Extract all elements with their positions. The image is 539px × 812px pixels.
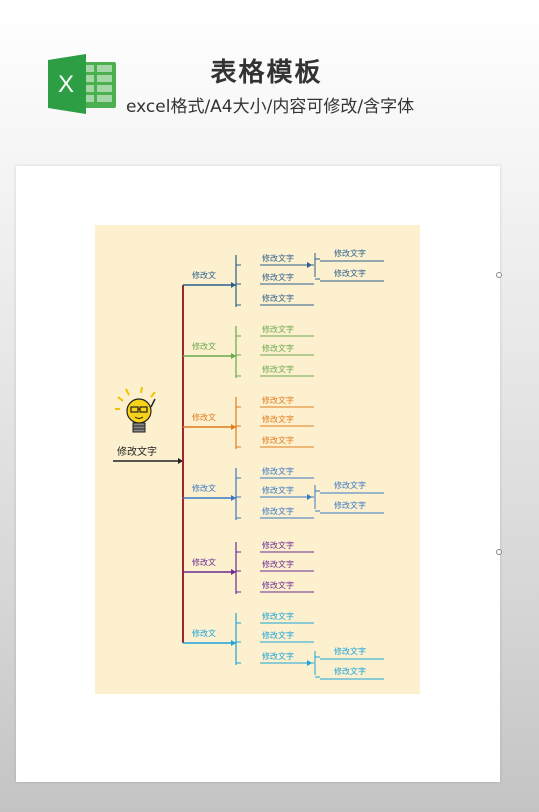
item-label[interactable]: 修改文字 bbox=[262, 652, 294, 661]
branch-label[interactable]: 修改文 bbox=[192, 271, 216, 280]
branch-label[interactable]: 修改文 bbox=[192, 629, 216, 638]
root-label[interactable]: 修改文字 bbox=[117, 447, 157, 458]
arrow-head bbox=[231, 424, 236, 430]
item-label[interactable]: 修改文字 bbox=[262, 612, 294, 621]
arrow-head bbox=[307, 262, 312, 268]
item-label[interactable]: 修改文字 bbox=[262, 273, 294, 282]
sub-item-label[interactable]: 修改文字 bbox=[334, 501, 366, 510]
item-label[interactable]: 修改文字 bbox=[262, 365, 294, 374]
item-label[interactable]: 修改文字 bbox=[262, 396, 294, 405]
item-label[interactable]: 修改文字 bbox=[262, 325, 294, 334]
arrow-head bbox=[231, 640, 236, 646]
arrow-head bbox=[307, 660, 312, 666]
sub-item-label[interactable]: 修改文字 bbox=[334, 647, 366, 656]
item-label[interactable]: 修改文字 bbox=[262, 344, 294, 353]
branch-label[interactable]: 修改文 bbox=[192, 413, 216, 422]
branch-label[interactable]: 修改文 bbox=[192, 484, 216, 493]
arrow-head bbox=[307, 494, 312, 500]
header: X 表格模板 excel格式/A4大小/内容可修改/含字体 bbox=[0, 0, 539, 140]
item-label[interactable]: 修改文字 bbox=[262, 541, 294, 550]
item-label[interactable]: 修改文字 bbox=[262, 415, 294, 424]
sub-item-label[interactable]: 修改文字 bbox=[334, 249, 366, 258]
branch-label[interactable]: 修改文 bbox=[192, 342, 216, 351]
arrow-head bbox=[231, 282, 236, 288]
arrow-head bbox=[231, 569, 236, 575]
mind-map: 修改文字 修改文修改文字修改文字修改文字修改文字修改文字修改文修改文字修改文字修… bbox=[95, 225, 420, 694]
sub-item-label[interactable]: 修改文字 bbox=[334, 667, 366, 676]
item-label[interactable]: 修改文字 bbox=[262, 560, 294, 569]
mind-map-lines bbox=[113, 253, 384, 680]
item-label[interactable]: 修改文字 bbox=[262, 507, 294, 516]
sub-item-label[interactable]: 修改文字 bbox=[334, 481, 366, 490]
item-label[interactable]: 修改文字 bbox=[262, 294, 294, 303]
item-label[interactable]: 修改文字 bbox=[262, 486, 294, 495]
page-handle-bottom[interactable] bbox=[496, 549, 502, 555]
page-title: 表格模板 bbox=[210, 58, 323, 88]
arrow-head bbox=[231, 495, 236, 501]
sub-item-label[interactable]: 修改文字 bbox=[334, 269, 366, 278]
lightbulb-icon bbox=[115, 387, 156, 433]
item-label[interactable]: 修改文字 bbox=[262, 631, 294, 640]
item-label[interactable]: 修改文字 bbox=[262, 254, 294, 263]
arrow-head bbox=[178, 458, 183, 464]
item-label[interactable]: 修改文字 bbox=[262, 436, 294, 445]
item-label[interactable]: 修改文字 bbox=[262, 467, 294, 476]
branch-label[interactable]: 修改文 bbox=[192, 558, 216, 567]
item-label[interactable]: 修改文字 bbox=[262, 581, 294, 590]
page-handle-top[interactable] bbox=[496, 272, 502, 278]
page-subtitle: excel格式/A4大小/内容可修改/含字体 bbox=[126, 97, 415, 117]
excel-icon: X bbox=[48, 54, 116, 114]
svg-text:X: X bbox=[58, 71, 74, 98]
arrow-head bbox=[231, 353, 236, 359]
